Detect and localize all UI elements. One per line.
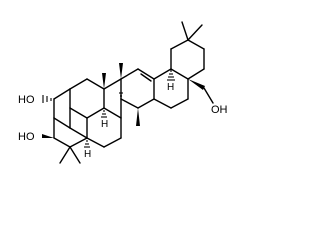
methyl-c14-wedge [136, 108, 140, 126]
ho-label-top: HO [18, 94, 35, 106]
ring-e [170, 39, 205, 80]
ring-b-lower [86, 107, 122, 148]
ring-c [120, 68, 155, 109]
oh-label-right: OH [211, 104, 228, 116]
ring-b [103, 78, 122, 119]
hydroxyl-bond-c3-wedge [42, 134, 54, 138]
methyl-c8-wedge [119, 63, 123, 79]
h5-hashed-bond [84, 140, 90, 148]
hydroxyl-bond-c2 [42, 95, 52, 103]
h-label-c18: H [167, 82, 174, 93]
ring-d [153, 68, 189, 109]
h-label-c5: H [84, 149, 91, 160]
methyl-c10-wedge [102, 73, 106, 89]
ring-a [69, 78, 105, 139]
h-label-c9: H [101, 119, 108, 130]
h18-hashed-bond [167, 70, 175, 81]
methyl-c8-hashed [119, 92, 123, 97]
ho-label-bottom: HO [18, 131, 35, 143]
h9-hashed-bond [101, 110, 107, 118]
double-bond-c12-c13 [140, 73, 152, 82]
ring-a-prime [53, 88, 88, 148]
gem-dimethyl-e [181, 21, 203, 41]
hydroxymethyl-group [188, 79, 214, 104]
gem-dimethyl-c4 [59, 146, 81, 164]
molecular-structure-diagram: HO HO OH H H H [18, 21, 228, 164]
